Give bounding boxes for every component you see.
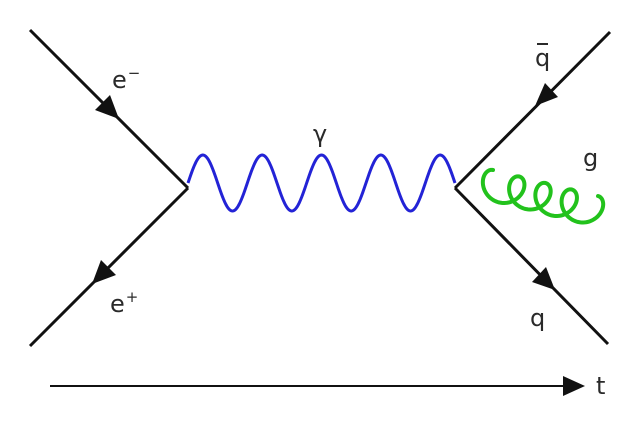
electron-arrowhead — [95, 95, 119, 119]
quark-arrowhead — [532, 267, 555, 290]
time-axis-label: t — [596, 372, 606, 400]
quark-label: q — [530, 304, 546, 332]
photon-line — [186, 153, 457, 213]
antiquark-label: q — [535, 43, 551, 72]
positron-arrowhead — [92, 260, 116, 284]
quark-line — [453, 186, 610, 346]
antiquark-line — [453, 30, 612, 190]
time-axis-arrowhead — [563, 376, 585, 396]
gluon-label: g — [583, 144, 599, 172]
positron-line — [28, 186, 190, 348]
photon-label: γ — [313, 120, 328, 148]
electron-label: e− — [112, 64, 141, 94]
antiquark-arrowhead — [535, 83, 558, 106]
positron-label: e+ — [110, 288, 139, 318]
gluon-line — [480, 167, 606, 225]
